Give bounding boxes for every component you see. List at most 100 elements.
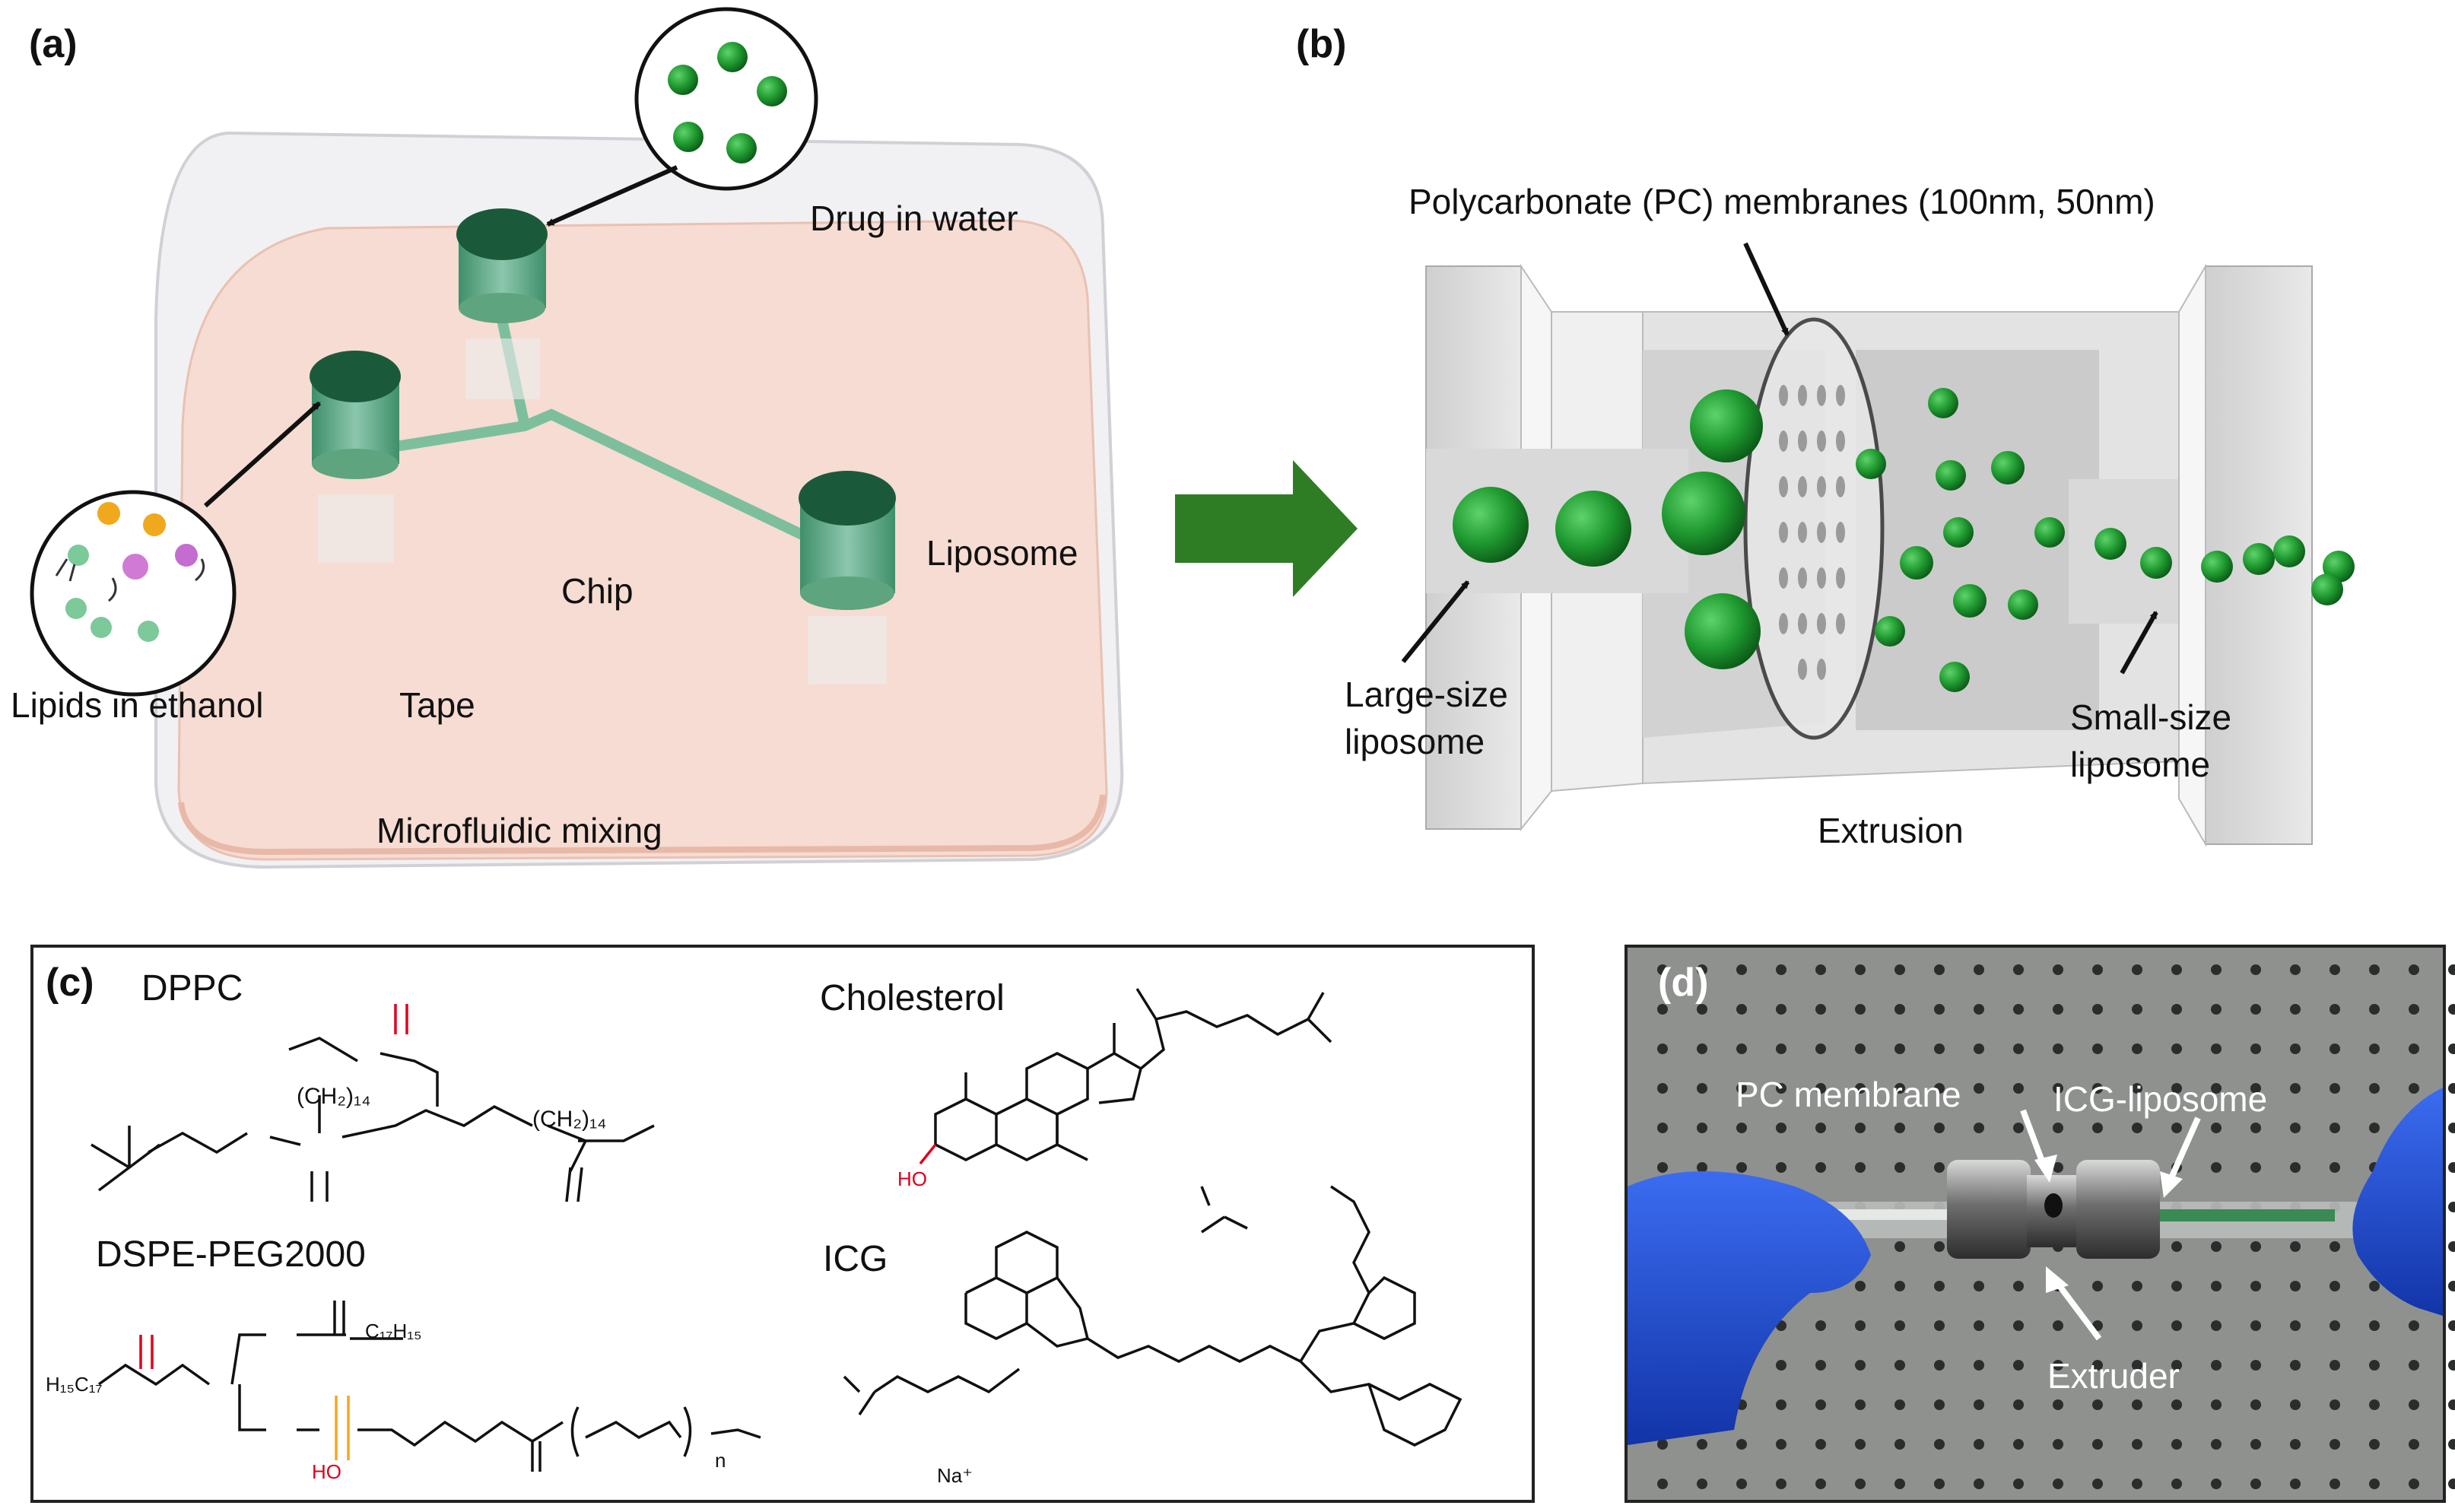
table-hole [1776, 1162, 1786, 1173]
table-hole [2369, 1479, 2380, 1489]
table-hole [2132, 1479, 2142, 1489]
table-hole [2448, 1320, 2455, 1331]
table-hole [2013, 1123, 2024, 1133]
table-hole [2132, 1083, 2142, 1094]
table-hole [2171, 1360, 2182, 1371]
table-hole [2250, 1360, 2261, 1371]
membrane-label: Polycarbonate (PC) membranes (100nm, 50n… [1409, 182, 2155, 221]
table-hole [1934, 1004, 1945, 1015]
table-hole [2448, 1202, 2455, 1212]
dppc-ch2-top: (CH₂)₁₄ [297, 1084, 371, 1109]
table-hole [1894, 1083, 1905, 1094]
table-hole [2053, 1479, 2063, 1489]
table-hole [2171, 1241, 2182, 1252]
table-hole [1697, 1043, 1707, 1054]
table-hole [2290, 1043, 2301, 1054]
table-hole [1697, 1439, 1707, 1450]
dppc-ch2-right: (CH₂)₁₄ [532, 1107, 607, 1132]
table-hole [2211, 1439, 2222, 1450]
table-hole [1894, 1399, 1905, 1410]
table-hole [2330, 1360, 2340, 1371]
table-hole [1855, 1281, 1866, 1291]
table-hole [1736, 1479, 1747, 1489]
table-hole [2053, 1360, 2063, 1371]
table-hole [2092, 1399, 2103, 1410]
table-hole [2250, 1399, 2261, 1410]
table-hole [2330, 1479, 2340, 1489]
table-hole [1894, 1360, 1905, 1371]
table-hole [1934, 1241, 1945, 1252]
table-hole [1855, 1004, 1866, 1015]
table-hole [1815, 1083, 1826, 1094]
table-hole [2448, 1439, 2455, 1450]
table-hole [1974, 1043, 1984, 1054]
table-hole [2132, 1360, 2142, 1371]
large-liposomes [1453, 389, 1763, 669]
drug-inset-circle [634, 7, 818, 191]
table-hole [2092, 1439, 2103, 1450]
table-hole [1657, 1162, 1668, 1173]
table-hole [2013, 1004, 2024, 1015]
table-hole [2013, 964, 2024, 975]
table-hole [1736, 1083, 1747, 1094]
table-hole [1697, 1083, 1707, 1094]
table-hole [2132, 1004, 2142, 1015]
table-hole [2369, 1399, 2380, 1410]
table-hole [2092, 1083, 2103, 1094]
table-hole [1815, 964, 1826, 975]
table-hole [2330, 1004, 2340, 1015]
panel-b-illustration [1401, 242, 2355, 847]
table-hole [1815, 1399, 1826, 1410]
table-hole [1974, 1123, 1984, 1133]
icg-na: Na⁺ [937, 1464, 973, 1487]
table-hole [2013, 1320, 2024, 1331]
table-hole [2250, 964, 2261, 975]
panel-a-illustration [30, 7, 1124, 869]
table-hole [2409, 1479, 2419, 1489]
table-hole [2330, 964, 2340, 975]
table-hole [2330, 1439, 2340, 1450]
table-hole [2448, 1399, 2455, 1410]
outlet-cylinder [799, 471, 896, 685]
table-hole [2448, 1360, 2455, 1371]
panel-d-frame [1624, 945, 2446, 1503]
table-hole [2211, 1241, 2222, 1252]
table-hole [1934, 1399, 1945, 1410]
table-hole [2330, 1241, 2340, 1252]
table-hole [1974, 1083, 1984, 1094]
table-hole [1855, 1123, 1866, 1133]
table-hole [2013, 1439, 2024, 1450]
table-hole [1974, 1360, 1984, 1371]
table-hole [2290, 1281, 2301, 1291]
table-hole [2369, 1281, 2380, 1291]
table-hole [1697, 964, 1707, 975]
table-hole [1736, 1004, 1747, 1015]
table-hole [2250, 1241, 2261, 1252]
small-liposome-arrow [2120, 611, 2158, 675]
table-hole [2409, 1043, 2419, 1054]
dppc-structure [91, 1004, 655, 1202]
table-hole [1934, 1123, 1945, 1133]
table-hole [2409, 1360, 2419, 1371]
table-hole [1657, 1043, 1668, 1054]
table-hole [2369, 1360, 2380, 1371]
icg-liposome-arrow [2164, 1117, 2201, 1188]
drug-molecules [668, 42, 787, 164]
table-hole [1736, 964, 1747, 975]
small-liposome-line2: liposome [2070, 745, 2211, 784]
table-hole [2092, 1360, 2103, 1371]
table-hole [2053, 1399, 2063, 1410]
table-hole [2053, 1043, 2063, 1054]
extruder-label: Extruder [2047, 1356, 2180, 1396]
table-hole [2330, 1083, 2340, 1094]
table-hole [1776, 1479, 1786, 1489]
table-hole [2211, 964, 2222, 975]
table-hole [2250, 1083, 2261, 1094]
table-hole [2409, 1320, 2419, 1331]
table-hole [2053, 1123, 2063, 1133]
table-hole [1697, 1123, 1707, 1133]
table-hole [2330, 1320, 2340, 1331]
table-hole [2290, 1162, 2301, 1173]
cholesterol-label: Cholesterol [820, 978, 1005, 1018]
pc-membrane-disk [1743, 317, 1885, 740]
